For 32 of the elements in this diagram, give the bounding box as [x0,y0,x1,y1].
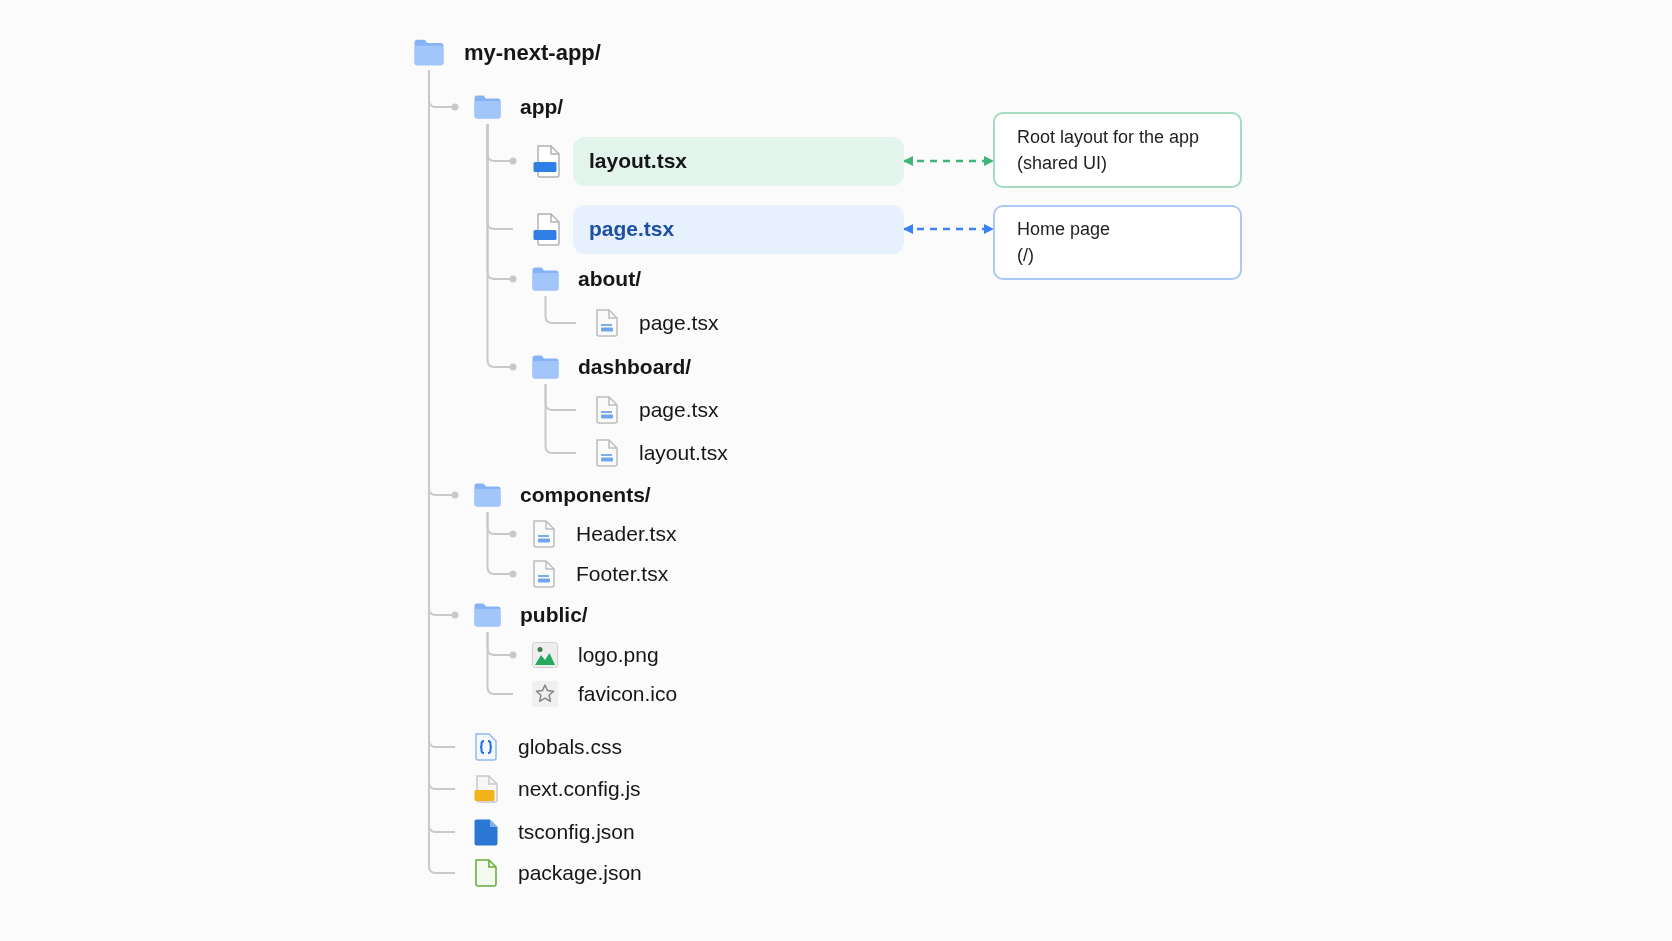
file-name: page.tsx [639,310,719,337]
callout-box [993,204,1242,280]
dashed-arrow [903,224,994,234]
callout-text: Root layout for the app [1017,126,1201,149]
folder-name: dashboard/ [578,354,692,381]
file-name: favicon.ico [578,681,678,708]
folder-name: my-next-app/ [464,38,601,67]
callout-box [993,112,1242,188]
dashed-arrow [903,156,994,166]
tree-line [486,511,517,578]
file-name: tsconfig.json [518,819,635,846]
callout-text: (/) [1017,244,1035,267]
folder-name: components/ [520,482,651,509]
file-name: Footer.tsx [576,561,669,588]
folder-name: about/ [578,266,641,293]
callout-text: Home page [1017,218,1112,241]
file-name: package.json [518,860,642,887]
folder-name: public/ [520,602,588,629]
file-name: page.tsx [589,216,675,243]
file-name: layout.tsx [639,440,728,467]
folder-name: app/ [520,94,564,121]
tree-line [486,123,517,371]
tree-line [486,631,514,695]
file-name: next.config.js [518,776,641,803]
file-name: layout.tsx [589,148,688,175]
file-name: Header.tsx [576,521,677,548]
file-name: globals.css [518,734,622,761]
file-name: logo.png [578,642,659,669]
tree-line [544,295,577,324]
tree-line [544,383,577,454]
file-name: page.tsx [639,397,719,424]
callout-text: (shared UI) [1017,152,1109,175]
